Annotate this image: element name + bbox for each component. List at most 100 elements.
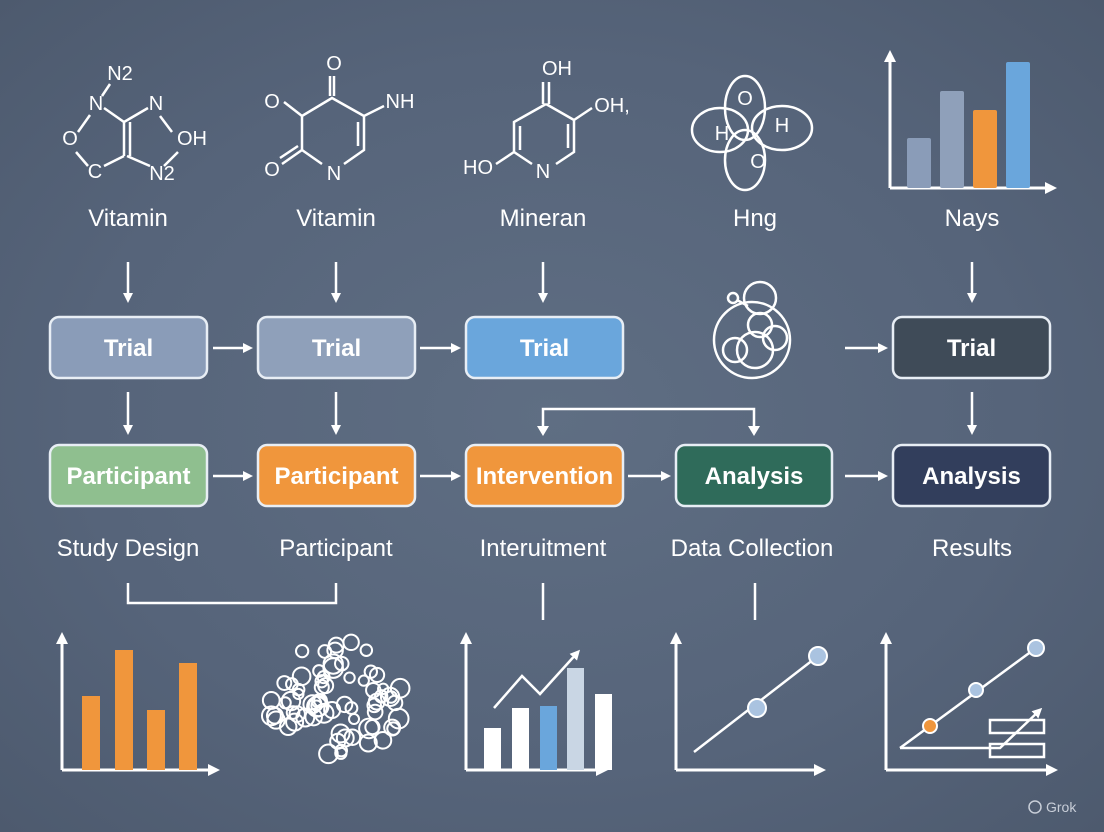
svg-text:OH,: OH, bbox=[594, 95, 630, 117]
bubble bbox=[348, 713, 361, 726]
trial-box-3[interactable]: Trial bbox=[464, 315, 625, 380]
svg-text:N: N bbox=[536, 161, 550, 183]
bubble bbox=[313, 702, 335, 724]
svg-text:O: O bbox=[264, 91, 280, 113]
label-nays: Nays bbox=[945, 205, 1000, 232]
bubble bbox=[379, 686, 401, 708]
bubble bbox=[285, 705, 301, 720]
svg-text:N: N bbox=[89, 93, 103, 115]
stage-box-label: Participant bbox=[274, 463, 398, 490]
bubble bbox=[313, 679, 330, 696]
bubble bbox=[366, 697, 383, 714]
bubble bbox=[343, 728, 362, 746]
arrows-down-middle bbox=[123, 392, 977, 436]
arrows-down-top bbox=[123, 262, 977, 303]
bubble bbox=[342, 633, 360, 652]
svg-text:OH: OH bbox=[542, 58, 572, 80]
svg-text:O: O bbox=[737, 88, 753, 110]
bubble bbox=[343, 671, 356, 684]
bubble bbox=[276, 675, 293, 692]
bubble bbox=[266, 710, 286, 730]
bubble bbox=[368, 666, 386, 684]
stage-box-background bbox=[48, 443, 209, 508]
bubble bbox=[367, 692, 386, 711]
svg-text:N2: N2 bbox=[107, 63, 133, 85]
trial-box-background bbox=[48, 315, 209, 380]
trial-box-label: Trial bbox=[312, 335, 361, 362]
bubble bbox=[330, 723, 351, 744]
trial-box-label: Trial bbox=[104, 335, 153, 362]
stage-box-1[interactable]: Participant bbox=[48, 443, 209, 508]
stage-box-label: Participant bbox=[66, 463, 190, 490]
stage-label-interuitment: Interuitment bbox=[480, 535, 607, 562]
stage-box-label: Analysis bbox=[922, 463, 1021, 490]
bar-chart-icon-top bbox=[884, 50, 1057, 194]
label-hng: Hng bbox=[733, 205, 777, 232]
svg-text:O: O bbox=[750, 151, 766, 173]
svg-text:H: H bbox=[715, 123, 729, 145]
svg-text:HO: HO bbox=[463, 157, 493, 179]
stage-label-results: Results bbox=[932, 535, 1012, 562]
stage-box-3[interactable]: Intervention bbox=[464, 443, 625, 508]
trend-bar-chart-icon bbox=[460, 632, 612, 776]
trial-box-2[interactable]: Trial bbox=[256, 315, 417, 380]
stage-box-2[interactable]: Participant bbox=[256, 443, 417, 508]
stage-box-4[interactable]: Analysis bbox=[674, 443, 834, 508]
stage-box-label: Analysis bbox=[705, 463, 804, 490]
stage-box-5[interactable]: Analysis bbox=[891, 443, 1052, 508]
bubble bbox=[373, 731, 393, 750]
cell-cluster-icon bbox=[260, 633, 411, 765]
bubble bbox=[294, 643, 310, 659]
trial-box-background bbox=[256, 315, 417, 380]
molecule-icon-3: OH OH, HO N bbox=[463, 58, 630, 183]
bubble bbox=[366, 703, 384, 721]
bar-chart-icon-orange bbox=[56, 632, 220, 776]
svg-text:NH: NH bbox=[386, 91, 415, 113]
svg-text:O: O bbox=[264, 159, 280, 181]
bar bbox=[940, 91, 964, 188]
stage-box-label: Intervention bbox=[476, 463, 613, 490]
svg-text:C: C bbox=[88, 161, 102, 183]
bubble bbox=[357, 674, 370, 687]
stage-label-participant: Participant bbox=[279, 535, 393, 562]
bubble bbox=[292, 687, 305, 701]
bar bbox=[1006, 62, 1030, 188]
stage-box-background bbox=[674, 443, 834, 508]
stage-label-data-collection: Data Collection bbox=[671, 535, 834, 562]
svg-text:N2: N2 bbox=[149, 163, 175, 185]
bubble bbox=[318, 743, 339, 765]
svg-text:N: N bbox=[149, 93, 163, 115]
bar bbox=[973, 110, 997, 188]
molecule-icon-1: N2 N N O OH C N2 bbox=[62, 63, 207, 185]
bubble bbox=[377, 682, 390, 695]
bubble bbox=[386, 721, 401, 736]
line-chart-icon bbox=[670, 632, 828, 776]
bar bbox=[907, 138, 931, 188]
molecule-icon-2: O O NH O N bbox=[264, 53, 414, 185]
bubble bbox=[365, 681, 382, 699]
orbital-icon: O H H O bbox=[690, 74, 814, 192]
connector-lines-bottom bbox=[126, 583, 757, 620]
stage-box-background bbox=[464, 443, 625, 508]
bubble bbox=[384, 690, 398, 704]
trial-box-background bbox=[891, 315, 1052, 380]
svg-text:N: N bbox=[327, 163, 341, 185]
bubble bbox=[291, 666, 312, 687]
bubble bbox=[334, 746, 348, 760]
bubble bbox=[316, 670, 331, 685]
label-vitamin-1: Vitamin bbox=[88, 205, 168, 232]
stage-box-background bbox=[891, 443, 1052, 508]
petri-dish-icon bbox=[712, 280, 792, 380]
stage-box-background bbox=[256, 443, 417, 508]
bubble bbox=[322, 653, 344, 675]
trial-box-label: Trial bbox=[520, 335, 569, 362]
trial-box-label: Trial bbox=[947, 335, 996, 362]
trial-box-1[interactable]: Trial bbox=[48, 315, 209, 380]
bubble bbox=[285, 712, 305, 732]
svg-text:O: O bbox=[62, 128, 78, 150]
trial-box-4[interactable]: Trial bbox=[891, 315, 1052, 380]
svg-text:Grok: Grok bbox=[1046, 799, 1077, 815]
line-chart-icon-results bbox=[880, 632, 1058, 776]
bubble bbox=[304, 707, 323, 727]
bubble bbox=[327, 636, 345, 654]
